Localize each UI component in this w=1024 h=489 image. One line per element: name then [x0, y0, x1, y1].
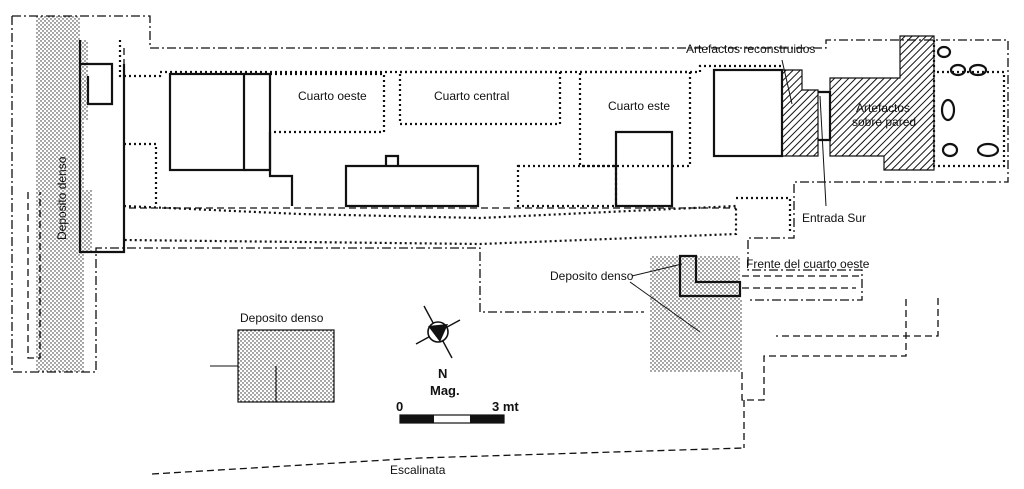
room-reconstructed [712, 68, 784, 158]
room-este [578, 70, 692, 168]
hatched-artefact-areas [781, 35, 935, 171]
scale-seg-1 [400, 415, 434, 423]
label-frente-cuarto: Frente del cuarto oeste [746, 257, 870, 271]
label-deposito-center: Deposito denso [550, 269, 634, 283]
label-deposito-vertical: Deposito denso [55, 156, 69, 240]
south-corridor-wall [123, 204, 738, 246]
south-block [516, 164, 618, 208]
label-artefactos-reconstruidos: Artefactos reconstruidos [686, 42, 815, 56]
front-room-wall [678, 254, 742, 298]
label-cuarto-central: Cuarto central [434, 89, 509, 103]
east-stone-wall [932, 40, 1006, 168]
west-wall-a [78, 40, 126, 254]
leader-deposito-1 [631, 263, 683, 277]
west-strip-inner [27, 192, 41, 359]
southeast-stair-limit-1 [741, 298, 907, 401]
outer-lower-limit [11, 16, 644, 373]
leader-deposito-2 [629, 281, 701, 333]
room-oeste-sub [268, 132, 294, 206]
escalinata-line [151, 447, 745, 475]
stone-5 [976, 142, 1000, 158]
dense-deposit-areas [36, 16, 742, 403]
text-labels: Cuarto oeste Cuarto central Cuarto este … [55, 42, 916, 477]
leader-lines [629, 59, 827, 333]
scale-end: 3 mt [492, 399, 519, 414]
stone-6 [941, 142, 959, 158]
central-dense-deposit [650, 256, 742, 372]
entrance-posts [818, 90, 832, 142]
room-central [398, 70, 562, 126]
scale-seg-3 [470, 415, 504, 423]
walls [78, 40, 1006, 298]
southeast-stair-limit-3 [776, 298, 939, 337]
north-letter: N [438, 366, 447, 381]
stone-2 [949, 63, 967, 77]
leader-entrada [819, 95, 827, 207]
label-deposito-left: Deposito denso [240, 311, 324, 325]
room-este-block [614, 130, 674, 208]
outer-west-limit [12, 15, 1009, 301]
central-knob [384, 154, 400, 166]
room-oeste [270, 72, 386, 134]
excavation-limits [11, 15, 1009, 475]
north-mag: Mag. [430, 383, 460, 398]
room-westmost-ext [244, 72, 272, 172]
leader-reconstructed [781, 59, 793, 105]
west-wall-c [124, 142, 158, 206]
central-mid-block [344, 164, 480, 208]
north-arrow-fill [428, 324, 448, 342]
stone-4 [940, 98, 956, 122]
room-westmost [168, 72, 246, 172]
label-cuarto-este: Cuarto este [608, 99, 670, 113]
scale-bar: 0 3 mt [396, 399, 519, 424]
label-cuarto-oeste: Cuarto oeste [298, 89, 367, 103]
east-south-wall [736, 196, 792, 232]
label-artefactos-pared-2: sobre pared [852, 115, 916, 129]
scale-start: 0 [396, 399, 403, 414]
north-arrow: N Mag. [415, 305, 461, 398]
stone-1 [936, 45, 952, 59]
label-artefactos-pared-1: Artefactos [856, 101, 910, 115]
label-escalinata: Escalinata [390, 463, 446, 477]
west-wall-b [80, 62, 114, 106]
wall-artefacts-hatch [829, 35, 935, 171]
label-entrada-sur: Entrada Sur [802, 211, 866, 225]
southwest-dense-deposit [237, 329, 335, 403]
north-wall [118, 40, 782, 78]
west-dense-deposit [36, 16, 92, 372]
stone-3 [968, 63, 988, 77]
